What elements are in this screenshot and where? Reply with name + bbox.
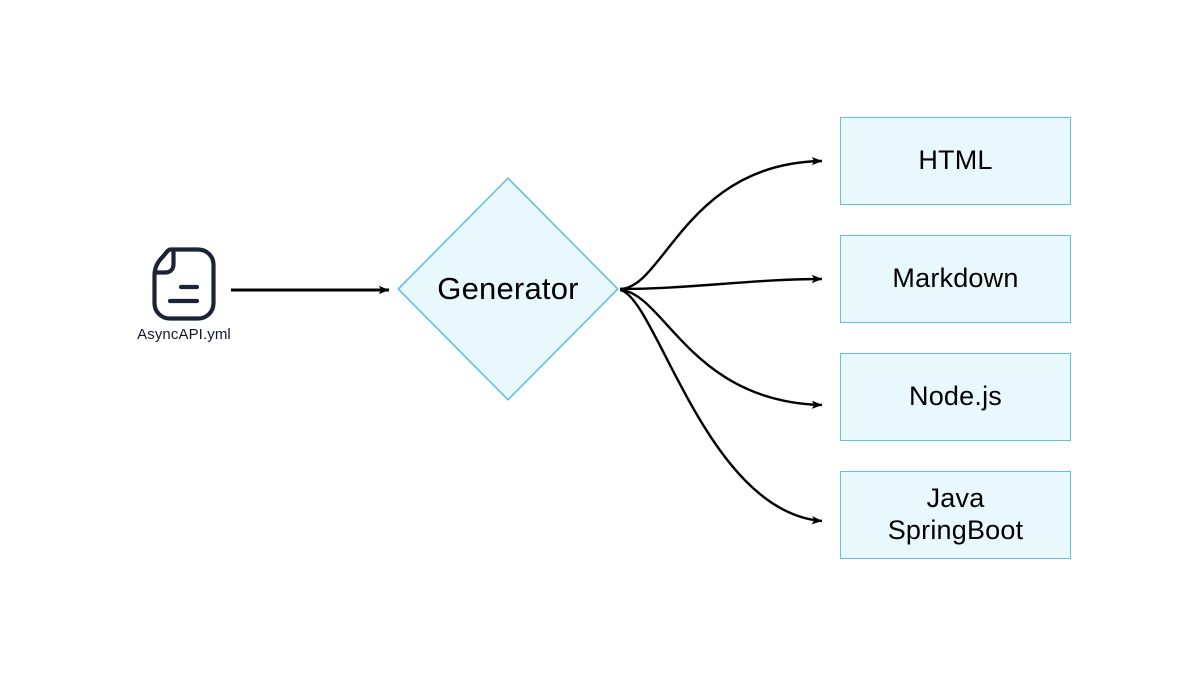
output-box-java-springboot[interactable]: Java SpringBoot [840,471,1071,559]
arrow-generator-to-java-springboot [619,288,823,525]
document-file-icon [152,247,216,321]
output-box-nodejs[interactable]: Node.js [840,353,1071,441]
output-label: Java SpringBoot [887,483,1024,545]
source-file-node[interactable]: AsyncAPI.yml [128,246,240,356]
diamond-shape [397,177,619,401]
output-box-html[interactable]: HTML [840,117,1071,205]
output-box-markdown[interactable]: Markdown [840,235,1071,323]
arrow-generator-to-markdown [619,274,823,291]
source-file-label: AsyncAPI.yml [137,326,231,343]
arrow-generator-to-nodejs [619,288,823,409]
generator-node[interactable]: Generator [397,177,619,401]
output-label: Markdown [892,263,1019,294]
output-label: HTML [918,145,993,176]
generator-label: Generator [437,271,579,306]
arrow-generator-to-html [619,157,823,291]
output-label: Node.js [909,381,1002,412]
